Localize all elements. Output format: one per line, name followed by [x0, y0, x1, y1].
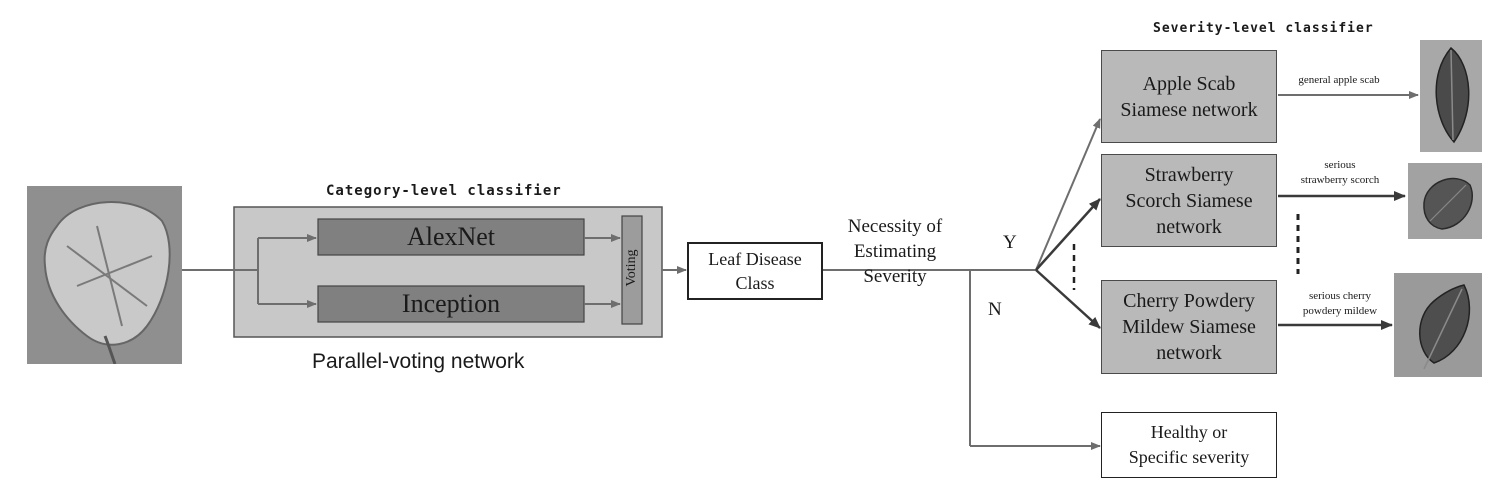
category-classifier-title: Category-level classifier: [326, 183, 562, 199]
leaf-icon: [1394, 273, 1482, 377]
apple-output-label: general apple scab: [1298, 74, 1380, 86]
strawberry-output-line1: serious: [1324, 159, 1356, 171]
strawberry-scorch-siamese-box: Strawberry Scorch Siamese network: [1101, 154, 1277, 247]
leaf-icon: [1420, 40, 1482, 152]
healthy-line2: Specific severity: [1128, 447, 1250, 467]
necessity-label: Necessity of Estimating Severity: [820, 214, 970, 289]
cherry-line2: Mildew Siamese: [1122, 316, 1256, 338]
parallel-voting-caption: Parallel-voting network: [312, 350, 525, 373]
branch-no-label: N: [988, 299, 1002, 320]
leaf-disease-class-line2: Class: [735, 273, 775, 293]
leaf-icon: [27, 186, 182, 364]
necessity-line1: Necessity of: [847, 216, 943, 237]
strawberry-line2: Scorch Siamese: [1125, 189, 1253, 212]
strawberry-output-label: serious strawberry scorch: [1280, 158, 1400, 188]
cherry-output-line1: serious cherry: [1308, 290, 1371, 302]
healthy-line1: Healthy or: [1150, 422, 1228, 442]
apple-scab-line2: Siamese network: [1120, 98, 1258, 121]
strawberry-line3: network: [1156, 215, 1222, 238]
apple-scab-siamese-box: Apple Scab Siamese network: [1101, 50, 1277, 143]
severity-classifier-title: Severity-level classifier: [1153, 21, 1374, 36]
strawberry-line1: Strawberry: [1144, 163, 1234, 186]
fan-to-apple: [1035, 118, 1101, 271]
input-leaf-image: [27, 186, 182, 364]
cherry-powdery-mildew-siamese-box: Cherry Powdery Mildew Siamese network: [1101, 280, 1277, 374]
strawberry-output-line2: strawberry scorch: [1300, 174, 1380, 186]
voting-box: [621, 215, 643, 325]
cherry-result-leaf-image: [1394, 273, 1482, 377]
leaf-disease-class-line1: Leaf Disease: [708, 249, 802, 269]
apple-result-leaf-image: [1420, 40, 1482, 152]
cherry-line3: network: [1156, 342, 1222, 364]
necessity-line3: Severity: [863, 266, 927, 287]
alexnet-label: AlexNet: [406, 222, 496, 251]
leaf-icon: [1408, 163, 1482, 239]
voting-label: Voting: [624, 249, 639, 287]
fan-to-strawberry: [1035, 198, 1101, 271]
cherry-output-label: serious cherry powdery mildew: [1282, 289, 1398, 319]
leaf-disease-class-box: Leaf Disease Class: [687, 242, 823, 300]
fan-to-cherry: [1035, 269, 1101, 329]
necessity-line2: Estimating: [853, 241, 937, 262]
cherry-line1: Cherry Powdery: [1123, 290, 1255, 312]
branch-yes-label: Y: [1003, 232, 1017, 253]
apple-scab-line1: Apple Scab: [1142, 72, 1236, 95]
strawberry-result-leaf-image: [1408, 163, 1482, 239]
cherry-output-line2: powdery mildew: [1302, 305, 1378, 317]
inception-label: Inception: [401, 289, 501, 318]
healthy-or-severity-box: Healthy or Specific severity: [1101, 412, 1277, 478]
inception-bar: [317, 285, 585, 323]
alexnet-bar: [317, 218, 585, 256]
